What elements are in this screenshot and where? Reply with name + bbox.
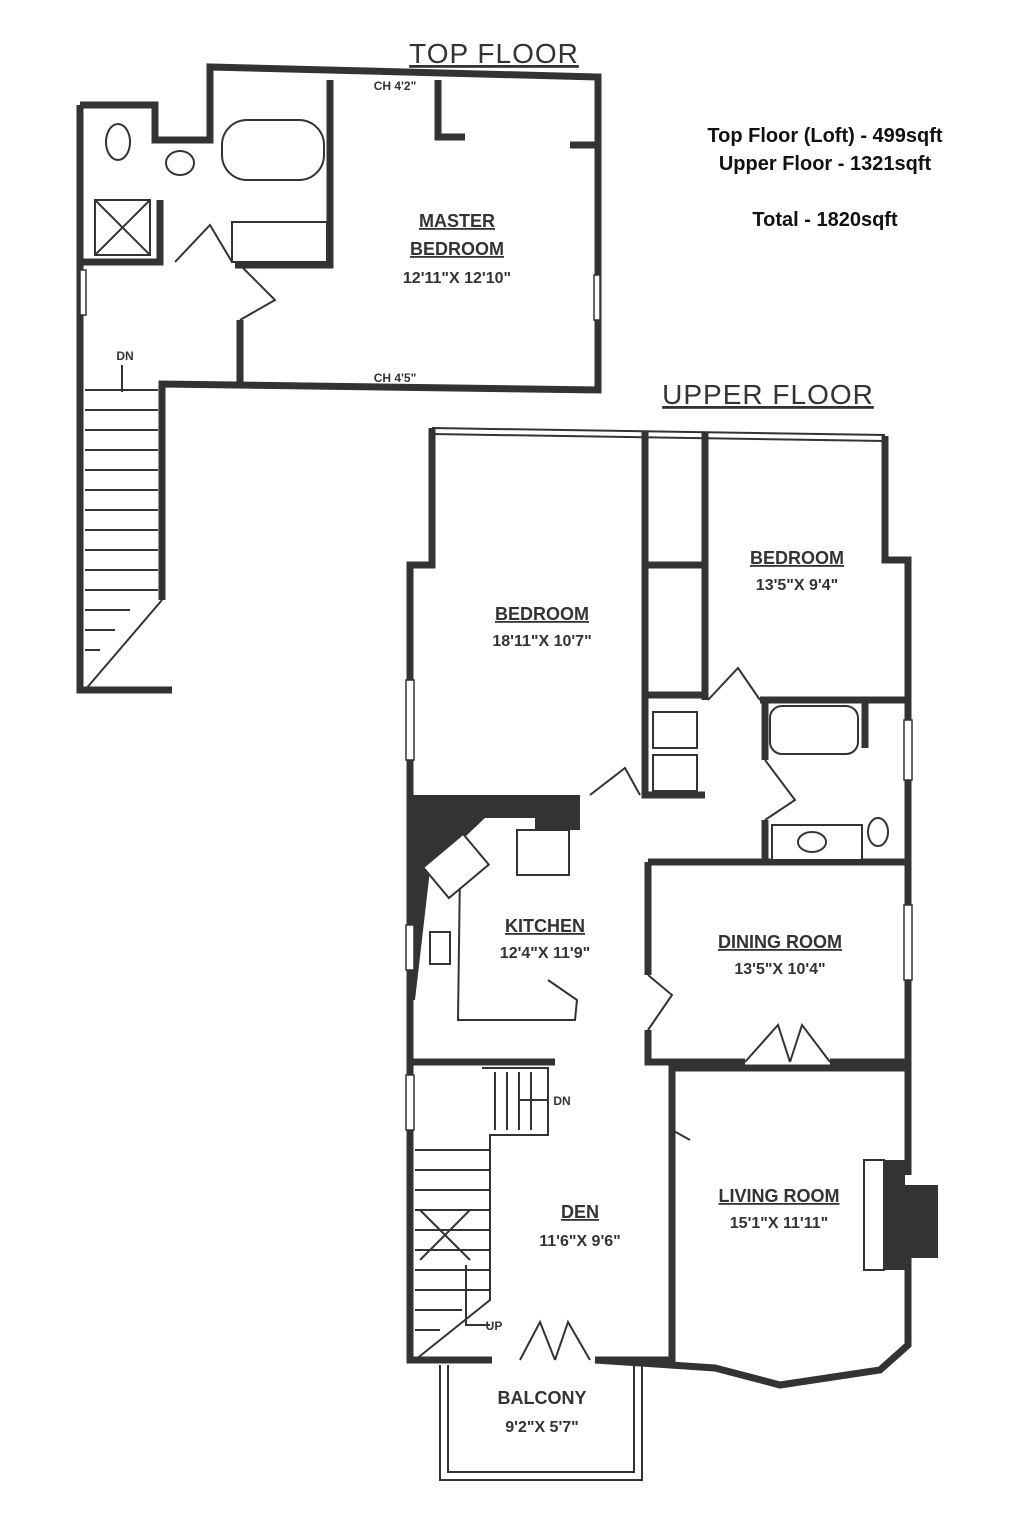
ceiling-height-top: CH 4'2" (374, 79, 417, 93)
stairs-upper-floor (414, 1067, 549, 1361)
balcony-label: BALCONY (498, 1388, 587, 1408)
sink-icon (165, 150, 195, 176)
bedroom-left-label: BEDROOM (495, 604, 589, 624)
bedroom-left-dims: 18'11"X 10'7" (492, 633, 591, 650)
bathtub-icon (221, 119, 325, 181)
balcony-railing (439, 1365, 643, 1481)
living-room-label: LIVING ROOM (719, 1186, 840, 1206)
upper-floor-plan (405, 427, 938, 1481)
bathtub-icon (769, 705, 859, 755)
kitchen-label: KITCHEN (505, 916, 585, 936)
kitchen-dims: 12'4"X 11'9" (500, 945, 590, 962)
stairs-up-label: UP (486, 1319, 503, 1333)
ceiling-height-bottom: CH 4'5" (374, 371, 417, 385)
wall-fill (410, 795, 580, 1000)
fireplace-icon (884, 1160, 938, 1270)
dining-room-dims: 13'5"X 10'4" (734, 961, 825, 978)
upper-floor-heading: UPPER FLOOR (662, 379, 874, 410)
top-stairs-dn-label: DN (116, 349, 133, 363)
total-sqft: Total - 1820sqft (752, 209, 898, 231)
top-floor-sqft: Top Floor (Loft) - 499sqft (707, 125, 943, 147)
balcony-dims: 9'2"X 5'7" (505, 1419, 579, 1436)
den-dims: 11'6"X 9'6" (539, 1233, 621, 1250)
toilet-icon (105, 123, 131, 161)
top-floor-heading: TOP FLOOR (409, 38, 579, 69)
sink-icon (797, 831, 827, 853)
dining-room-label: DINING ROOM (718, 932, 842, 952)
master-bedroom-label-line1: MASTER (419, 211, 495, 231)
square-footage-summary: Top Floor (Loft) - 499sqft Upper Floor -… (660, 122, 990, 234)
bedroom-right-label: BEDROOM (750, 548, 844, 568)
den-label: DEN (561, 1202, 599, 1222)
stairs-dn-label: DN (553, 1094, 570, 1108)
bedroom-right-dims: 13'5"X 9'4" (756, 577, 838, 594)
top-floor-plan (76, 63, 602, 694)
stove-icon (421, 832, 491, 900)
master-bedroom-dims: 12'11"X 12'10" (403, 270, 511, 287)
upper-floor-sqft: Upper Floor - 1321sqft (718, 153, 932, 175)
stairs-top-floor (85, 365, 158, 651)
master-bedroom-label-line2: BEDROOM (410, 239, 504, 259)
toilet-icon (867, 817, 889, 847)
kitchen-sink-icon (429, 931, 451, 965)
living-room-dims: 15'1"X 11'11" (730, 1215, 828, 1232)
